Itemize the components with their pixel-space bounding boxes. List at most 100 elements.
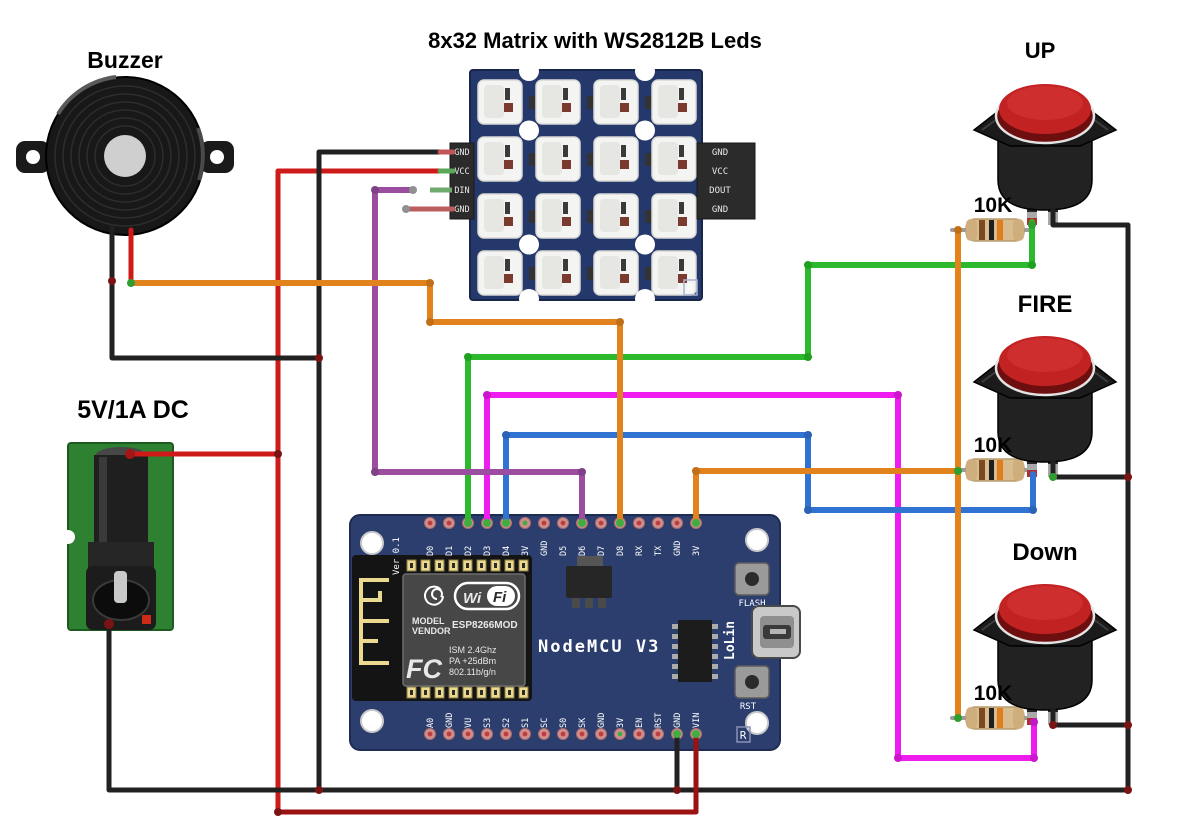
mount-hole bbox=[360, 531, 384, 555]
brand-label: LoLin bbox=[723, 621, 738, 660]
junction-dot bbox=[673, 786, 681, 794]
junction-dot bbox=[692, 519, 700, 527]
esp-castellation-pads bbox=[406, 559, 529, 699]
junction-dot bbox=[894, 754, 902, 762]
version-label: Ver 0.1 bbox=[392, 537, 402, 575]
junction-dot bbox=[804, 261, 812, 269]
up-label: UP bbox=[1025, 38, 1056, 63]
pin-label-3v: 3V bbox=[616, 718, 626, 728]
power-jack bbox=[61, 442, 174, 631]
nodemcu-logo: R bbox=[740, 729, 747, 742]
matrix-title: 8x32 Matrix with WS2812B Leds bbox=[428, 28, 762, 53]
ws2812b-led bbox=[651, 79, 697, 125]
rst-label: RST bbox=[740, 702, 757, 712]
ws2812b-led bbox=[651, 193, 697, 239]
resistor-10k bbox=[950, 706, 1035, 730]
resistor-value-label: 10K bbox=[974, 194, 1013, 217]
matrix-left-pin-label: VCC bbox=[454, 167, 469, 177]
button-body bbox=[997, 383, 1093, 463]
junction-dot bbox=[954, 467, 962, 475]
ws2812b-led bbox=[477, 193, 535, 239]
pin-label-3v: 3V bbox=[692, 546, 702, 556]
esp-vendor: VENDOR bbox=[412, 626, 451, 636]
junction-dot bbox=[108, 277, 116, 285]
fire-button[interactable] bbox=[972, 336, 1118, 477]
buzzer-ear-hole-left bbox=[26, 150, 40, 164]
pin-label-d5: D5 bbox=[559, 546, 569, 556]
junction-dot bbox=[1030, 754, 1038, 762]
pin-label-sk: SK bbox=[578, 717, 588, 728]
pin-label-vin: VIN bbox=[692, 713, 702, 728]
junction-dot bbox=[402, 205, 410, 213]
pcb-notch bbox=[61, 530, 75, 544]
reset-button[interactable] bbox=[734, 665, 770, 699]
nodemcu-board: Wi Fi MODEL VENDOR ESP8266MOD FC ISM 2.4… bbox=[349, 514, 801, 751]
junction-dot bbox=[315, 786, 323, 794]
pin-label-d3: D3 bbox=[483, 546, 493, 556]
barrel-collar bbox=[88, 542, 154, 570]
matrix-right-pin-label: GND bbox=[712, 205, 728, 215]
esp-chip: ESP8266MOD bbox=[452, 620, 518, 631]
junction-dot bbox=[104, 619, 114, 629]
junction-dot bbox=[426, 318, 434, 326]
down-label: Down bbox=[1012, 539, 1077, 566]
junction-dot bbox=[616, 519, 624, 527]
resistor-value-label: 10K bbox=[974, 682, 1013, 705]
junction-dot bbox=[502, 519, 510, 527]
junction-dot bbox=[315, 354, 323, 362]
voltage-regulator bbox=[566, 556, 612, 608]
pin-label-3v: 3V bbox=[521, 546, 531, 556]
junction-dot bbox=[1049, 473, 1057, 481]
pin-label-tx: TX bbox=[654, 545, 664, 556]
matrix-lead bbox=[430, 187, 452, 193]
junction-dot bbox=[954, 226, 962, 234]
junction-dots bbox=[104, 186, 1132, 816]
fire-label: FIRE bbox=[1018, 291, 1073, 318]
matrix-hole bbox=[519, 234, 539, 255]
antenna-trace bbox=[359, 578, 389, 665]
junction-dot bbox=[578, 519, 586, 527]
ws2812b-led bbox=[477, 250, 535, 296]
wire-green-d2-up bbox=[465, 219, 1035, 526]
ws2812b-led bbox=[651, 136, 697, 182]
wifi-logo-wi: Wi bbox=[463, 590, 482, 607]
matrix-right-pin-label: GND bbox=[712, 148, 728, 158]
pin-label-d7: D7 bbox=[597, 546, 607, 556]
wire-black-ground-loop bbox=[106, 202, 1131, 793]
mount-hole bbox=[745, 711, 769, 735]
junction-dot bbox=[483, 519, 491, 527]
flash-button[interactable] bbox=[734, 562, 770, 596]
spiral-icon bbox=[424, 585, 444, 606]
pcb-led bbox=[142, 615, 151, 624]
matrix-left-pin-label: GND bbox=[454, 205, 469, 215]
junction-dot bbox=[804, 353, 812, 361]
pin-label-s0: S0 bbox=[559, 718, 569, 728]
mount-hole bbox=[745, 528, 769, 552]
ws2812b-led bbox=[593, 136, 651, 182]
serial-chip bbox=[672, 620, 718, 682]
junction-dot bbox=[1124, 721, 1132, 729]
buzzer-label: Buzzer bbox=[87, 47, 162, 73]
pin-label-gnd: GND bbox=[673, 541, 683, 556]
junction-dot bbox=[1049, 721, 1057, 729]
matrix-leds bbox=[477, 79, 697, 296]
matrix-hole bbox=[519, 289, 539, 309]
matrix-logo-box bbox=[683, 279, 698, 296]
ws2812b-led bbox=[535, 136, 593, 182]
esp-ism: ISM 2.4Ghz bbox=[449, 645, 497, 655]
junction-dot bbox=[464, 353, 472, 361]
down-button[interactable] bbox=[972, 584, 1118, 725]
buzzer-ear-hole-right bbox=[210, 150, 224, 164]
matrix-hole bbox=[519, 61, 539, 81]
buzzer-center bbox=[104, 135, 146, 177]
fcc-logo: FC bbox=[406, 654, 442, 684]
esp-pa: PA +25dBm bbox=[449, 656, 496, 666]
matrix-right-pin-label: DOUT bbox=[709, 186, 731, 196]
matrix-logo: R bbox=[687, 282, 694, 295]
board-name: NodeMCU V3 bbox=[538, 637, 660, 657]
junction-dot bbox=[274, 808, 282, 816]
up-button[interactable] bbox=[972, 84, 1118, 225]
wire-red-main-rail bbox=[275, 168, 455, 815]
matrix-right-pin-label: VCC bbox=[712, 167, 728, 177]
